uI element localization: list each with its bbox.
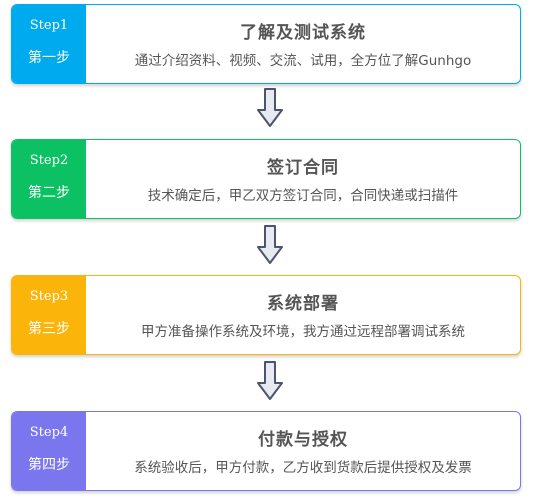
step-content-3: 系统部署 甲方准备操作系统及环境，我方通过远程部署调试系统 xyxy=(86,276,520,354)
step-label: Step3 xyxy=(29,289,69,304)
step-label: Step4 xyxy=(29,425,69,440)
step-content-4: 付款与授权 系统验收后，甲方付款，乙方收到货款后提供授权及发票 xyxy=(86,412,520,490)
step-cn: 第二步 xyxy=(28,185,70,201)
step-content-1: 了解及测试系统 通过介绍资料、视频、交流、试用，全方位了解Gunhgo xyxy=(86,5,520,83)
step-description: 系统验收后，甲方付款，乙方收到货款后提供授权及发票 xyxy=(134,460,472,476)
down-arrow-icon xyxy=(257,361,283,400)
step-label: Step2 xyxy=(29,153,69,168)
step-card-2: Step2 第二步 签订合同 技术确定后，甲乙双方签订合同，合同快递或扫描件 xyxy=(11,139,521,219)
step-description: 甲方准备操作系统及环境，我方通过远程部署调试系统 xyxy=(141,324,465,340)
down-arrow-icon xyxy=(257,88,283,127)
step-badge-1: Step1 第一步 xyxy=(12,5,86,83)
step-title: 签订合同 xyxy=(267,158,339,178)
step-badge-4: Step4 第四步 xyxy=(12,412,86,490)
step-title: 付款与授权 xyxy=(258,430,348,450)
step-label: Step1 xyxy=(29,18,69,33)
step-title: 了解及测试系统 xyxy=(240,23,366,43)
step-card-4: Step4 第四步 付款与授权 系统验收后，甲方付款，乙方收到货款后提供授权及发… xyxy=(11,411,521,491)
step-content-2: 签订合同 技术确定后，甲乙双方签订合同，合同快递或扫描件 xyxy=(86,140,520,218)
step-card-1: Step1 第一步 了解及测试系统 通过介绍资料、视频、交流、试用，全方位了解G… xyxy=(11,4,521,84)
step-cn: 第一步 xyxy=(28,50,70,66)
step-description: 技术确定后，甲乙双方签订合同，合同快递或扫描件 xyxy=(147,188,459,204)
step-card-3: Step3 第三步 系统部署 甲方准备操作系统及环境，我方通过远程部署调试系统 xyxy=(11,275,521,355)
step-cn: 第四步 xyxy=(28,457,70,473)
step-title: 系统部署 xyxy=(267,294,339,314)
step-badge-3: Step3 第三步 xyxy=(12,276,86,354)
step-cn: 第三步 xyxy=(28,321,70,337)
step-badge-2: Step2 第二步 xyxy=(12,140,86,218)
down-arrow-icon xyxy=(257,225,283,264)
step-description: 通过介绍资料、视频、交流、试用，全方位了解Gunhgo xyxy=(134,53,472,69)
